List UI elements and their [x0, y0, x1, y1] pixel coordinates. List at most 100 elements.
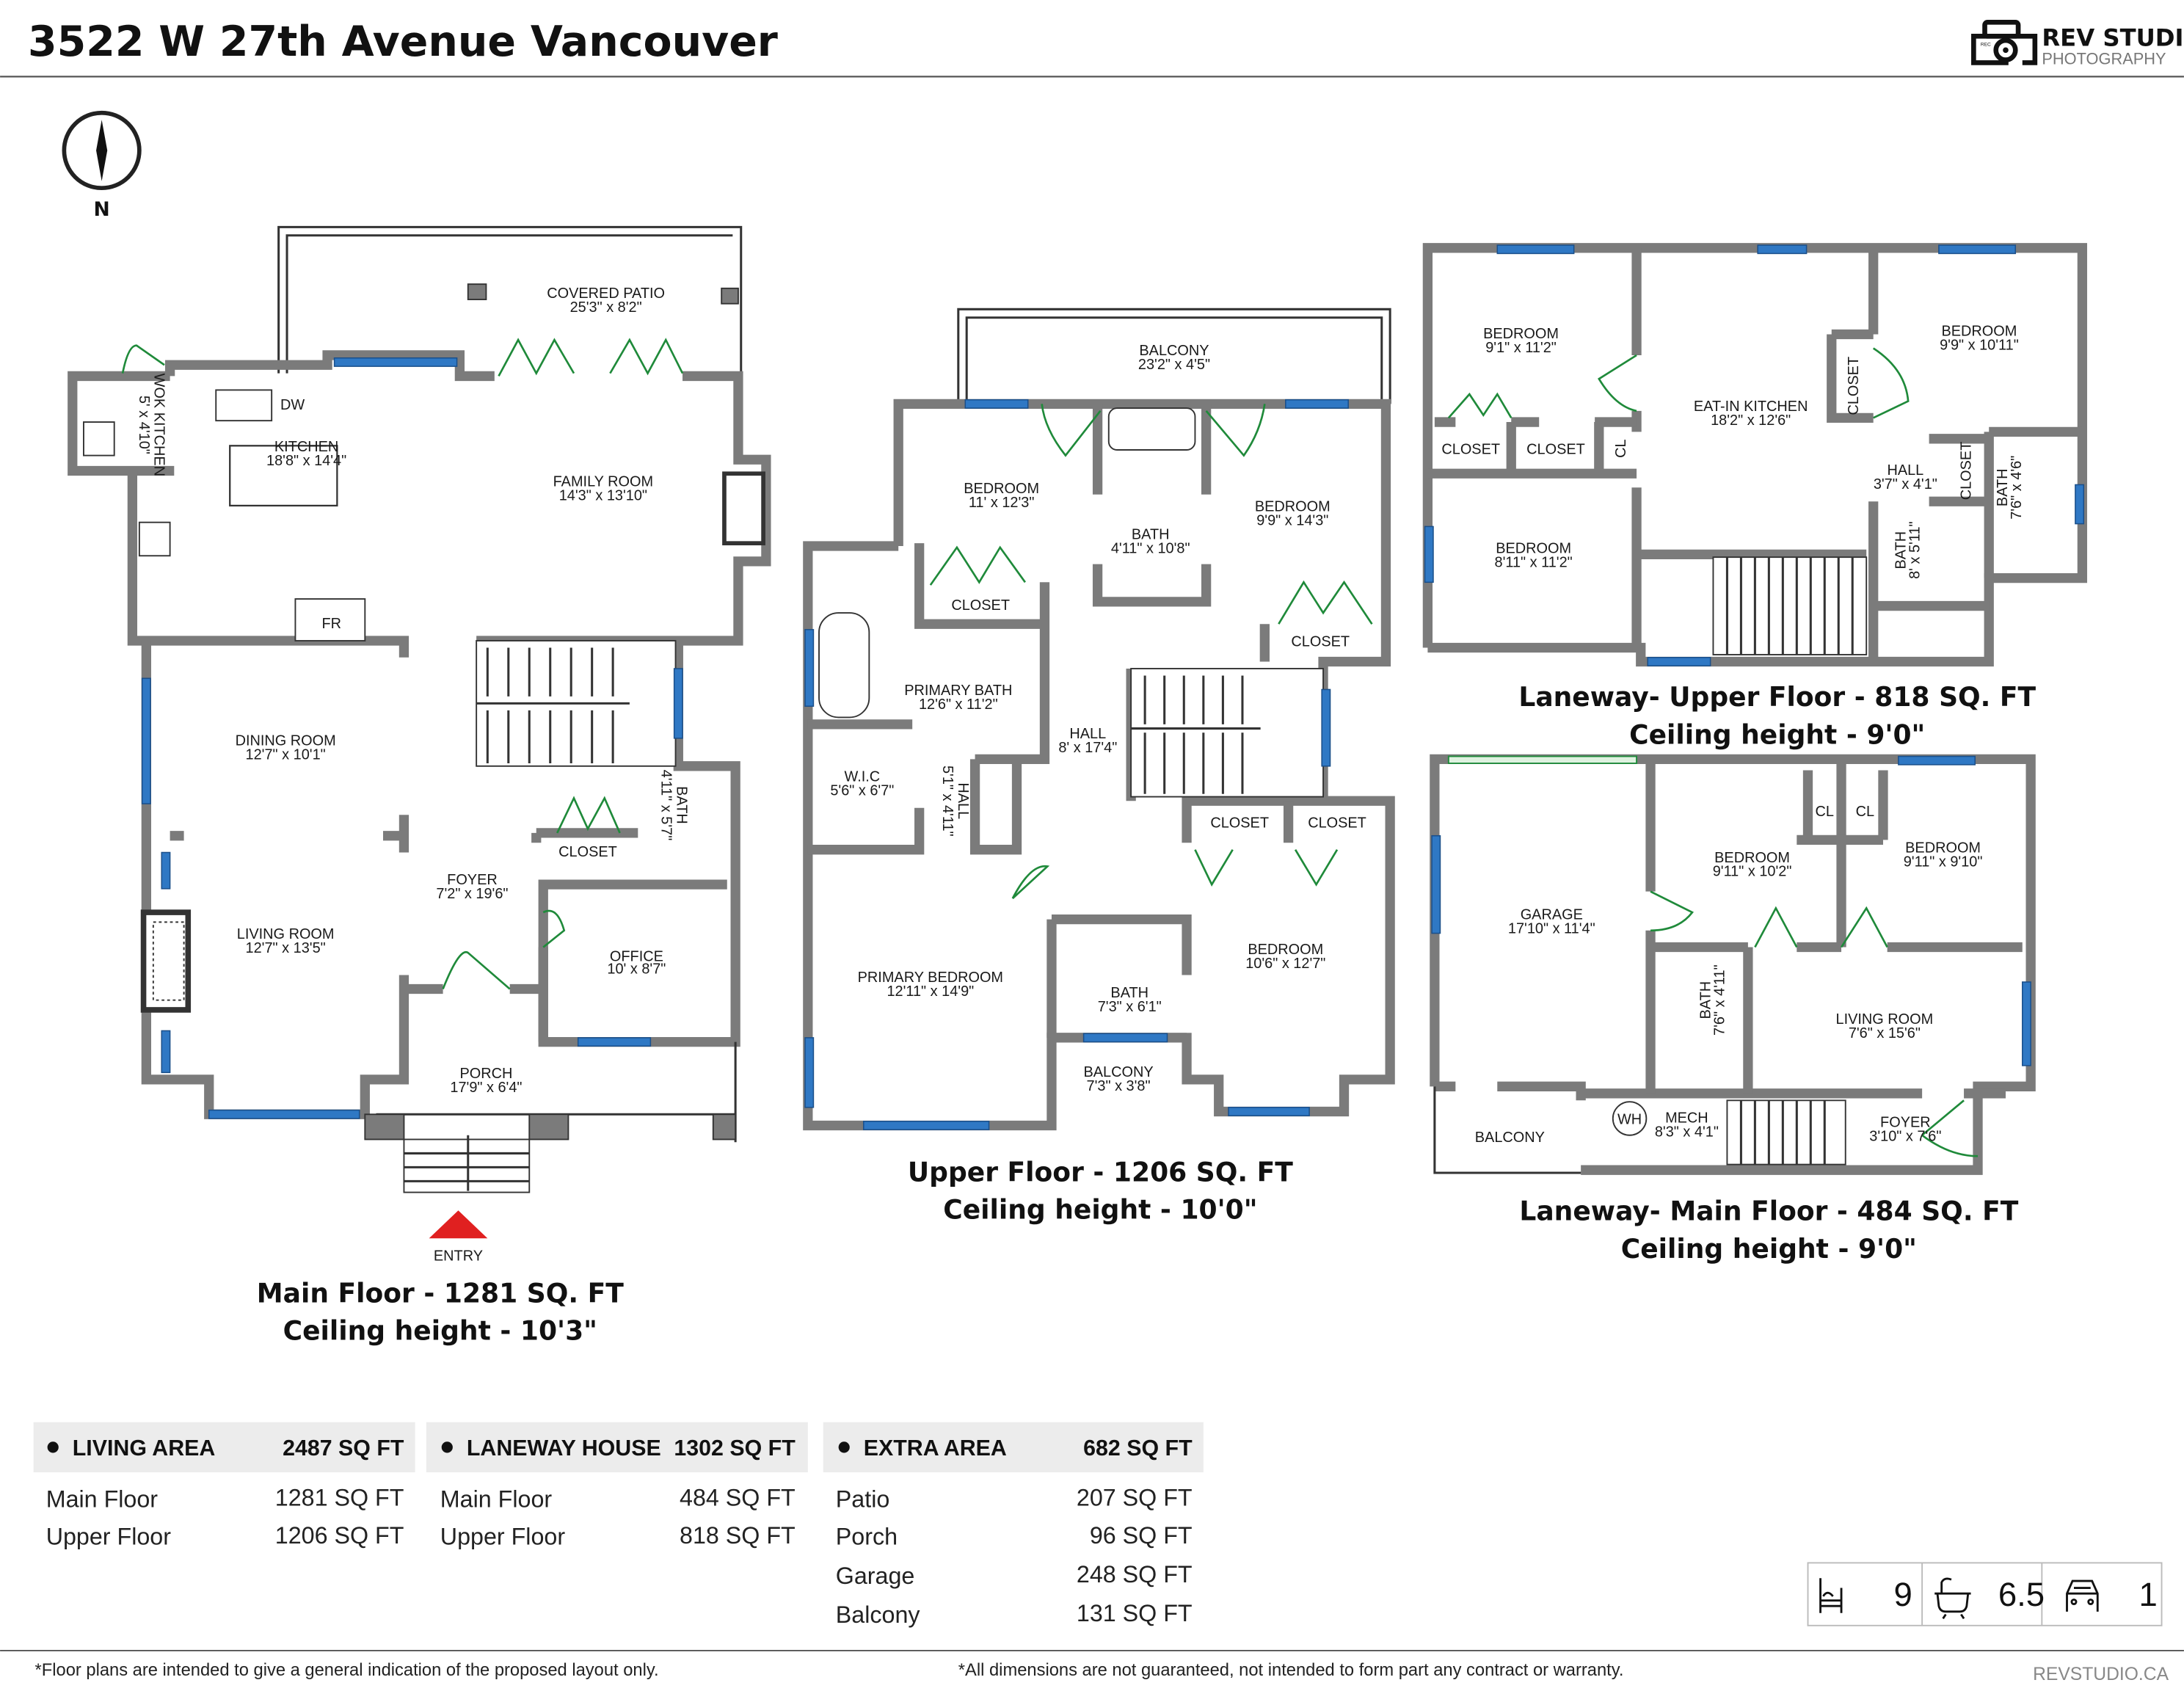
upper-floor-ceiling: Ceiling height - 10'0"	[943, 1195, 1257, 1226]
room-name: CLOSET	[558, 844, 617, 860]
upper-floor-caption: Upper Floor - 1206 SQ. FT	[908, 1157, 1293, 1188]
website-link[interactable]: REVSTUDIO.CA	[2033, 1665, 2169, 1684]
footer-disclaimer-left: *Floor plans are intended to give a gene…	[35, 1661, 659, 1680]
bullet-icon	[47, 1441, 59, 1453]
room-dim: 9'1" x 11'2"	[1485, 340, 1557, 356]
area-row-label: Main Floor	[46, 1485, 159, 1512]
room-dim: 4'11" x 5'7"	[658, 770, 674, 841]
room-dim: 7'6" x 4'11"	[1712, 964, 1728, 1036]
room-dim: 12'11" x 14'9"	[887, 983, 974, 1000]
room-name: BEDROOM	[1483, 326, 1559, 342]
wok-cooktop	[83, 421, 115, 457]
laneway-main-room-labels: GARAGE 17'10" x 11'4" BEDROOM 9'11" x 10…	[1475, 804, 1983, 1146]
main-doors	[121, 338, 684, 990]
room-dim: 7'6" x 4'6"	[2009, 456, 2025, 520]
room-dim: 11' x 12'3"	[969, 495, 1035, 511]
room-name: W.I.C	[845, 769, 881, 785]
bullet-icon	[838, 1441, 850, 1453]
room-name: BEDROOM	[964, 481, 1039, 497]
area-row-value: 818 SQ FT	[680, 1522, 796, 1549]
room-name: BALCONY	[1139, 343, 1209, 359]
entry-marker-icon	[429, 1210, 488, 1239]
bullet-icon	[441, 1441, 453, 1453]
room-name: BATH	[1893, 531, 1909, 570]
area-title: EXTRA AREA	[864, 1436, 1007, 1461]
laneway-main-windows	[1431, 755, 2031, 1066]
bed-icon	[1819, 1578, 1843, 1613]
area-row-label: Upper Floor	[46, 1524, 172, 1550]
area-row-label: Upper Floor	[440, 1524, 566, 1550]
room-name: BEDROOM	[1248, 942, 1323, 958]
logo-brand: REV STUDIO	[2042, 24, 2184, 52]
room-name: BEDROOM	[1905, 840, 1981, 856]
room-dim: 23'2" x 4'5"	[1138, 357, 1210, 373]
area-row-label: Balcony	[836, 1601, 921, 1628]
upper-room-labels: BALCONY 23'2" x 4'5" BEDROOM 11' x 12'3"…	[830, 343, 1366, 1094]
room-name: BATH	[1698, 981, 1714, 1019]
main-floor-walls	[68, 350, 771, 1119]
room-dim: 17'9" x 6'4"	[450, 1080, 522, 1096]
room-name: LIVING ROOM	[237, 926, 335, 942]
room-dim: 5'1" x 4'11"	[939, 766, 956, 837]
room-name: BATH	[1110, 985, 1149, 1001]
laneway-main-caption: Laneway- Main Floor - 484 SQ. FT	[1519, 1196, 2018, 1227]
area-total: 682 SQ FT	[1083, 1436, 1193, 1461]
room-name: KITCHEN	[274, 439, 338, 455]
room-name: DINING ROOM	[236, 732, 336, 749]
room-name: FOYER	[1880, 1114, 1931, 1130]
upper-stairs	[1130, 668, 1324, 798]
area-row-value: 96 SQ FT	[1090, 1522, 1193, 1549]
cooktop	[138, 521, 171, 557]
compass-label: N	[94, 198, 110, 221]
room-name: BEDROOM	[1255, 499, 1331, 515]
room-name: MECH	[1665, 1110, 1708, 1127]
area-title: LANEWAY HOUSE	[467, 1436, 661, 1461]
car-icon	[2066, 1579, 2099, 1612]
main-floor-caption: Main Floor - 1281 SQ. FT	[257, 1278, 624, 1309]
soaker-tub	[818, 612, 870, 719]
room-name: BALCONY	[1475, 1130, 1545, 1146]
room-name: CL	[1613, 439, 1629, 457]
room-name: CLOSET	[1526, 442, 1585, 458]
laneway-upper-room-labels: BEDROOM 9'1" x 11'2" EAT-IN KITCHEN 18'2…	[1441, 323, 2024, 579]
laneway-upper-walls	[1422, 243, 2088, 667]
room-dim: 8'11" x 11'2"	[1495, 554, 1573, 570]
upper-windows	[804, 399, 1349, 1130]
bathtub-icon	[1934, 1577, 1971, 1620]
room-dim: 18'2" x 12'6"	[1711, 412, 1791, 429]
camera-icon: REC	[1971, 20, 2038, 65]
room-name: BEDROOM	[1496, 540, 1571, 556]
upper-floor-plan: BALCONY 23'2" x 4'5" BEDROOM 11' x 12'3"…	[803, 308, 1395, 1226]
fridge-label: FR	[321, 616, 341, 632]
room-dim: 18'8" x 14'4"	[266, 453, 346, 469]
room-dim: 17'10" x 11'4"	[1508, 921, 1595, 937]
room-dim: 25'3" x 8'2"	[570, 299, 642, 316]
room-name: CLOSET	[1291, 634, 1350, 650]
bedroom-count: 9	[1894, 1576, 1912, 1613]
room-name: CLOSET	[1210, 815, 1269, 831]
laneway-main-doors	[1650, 890, 1979, 1157]
laneway-main-ceiling: Ceiling height - 9'0"	[1621, 1234, 1917, 1265]
room-dim: 9'11" x 10'2"	[1713, 864, 1792, 880]
page-title: 3522 W 27th Avenue Vancouver	[28, 18, 778, 66]
area-row-label: Porch	[836, 1524, 898, 1550]
room-name: PRIMARY BEDROOM	[858, 970, 1003, 986]
bathroom-count: 6.5	[1998, 1576, 2045, 1613]
room-name: CL	[1856, 804, 1874, 820]
room-dim: 7'3" x 3'8"	[1087, 1078, 1151, 1094]
area-table-laneway: LANEWAY HOUSE 1302 SQ FT Main Floor 484 …	[426, 1422, 808, 1550]
room-dim: 8' x 5'11"	[1907, 521, 1923, 579]
laneway-upper-floor-plan: BEDROOM 9'1" x 11'2" EAT-IN KITCHEN 18'2…	[1422, 243, 2088, 750]
room-name: PORCH	[459, 1066, 512, 1082]
laneway-upper-windows	[1424, 244, 2085, 666]
entry-label: ENTRY	[434, 1248, 483, 1265]
rev-studio-logo: REC REV STUDIO PHOTOGRAPHY	[1971, 20, 2184, 68]
room-name: PRIMARY BATH	[904, 683, 1012, 699]
laneway-upper-caption: Laneway- Upper Floor - 818 SQ. FT	[1518, 682, 2036, 713]
property-stats: 9 6.5 1	[1807, 1562, 2163, 1626]
area-table-living: LIVING AREA 2487 SQ FT Main Floor 1281 S…	[33, 1422, 415, 1550]
footer-disclaimer-right: *All dimensions are not guaranteed, not …	[958, 1661, 1624, 1680]
room-dim: 9'11" x 9'10"	[1904, 854, 1983, 870]
room-dim: 12'7" x 10'1"	[246, 746, 326, 763]
logo-subtitle: PHOTOGRAPHY	[2042, 49, 2166, 68]
